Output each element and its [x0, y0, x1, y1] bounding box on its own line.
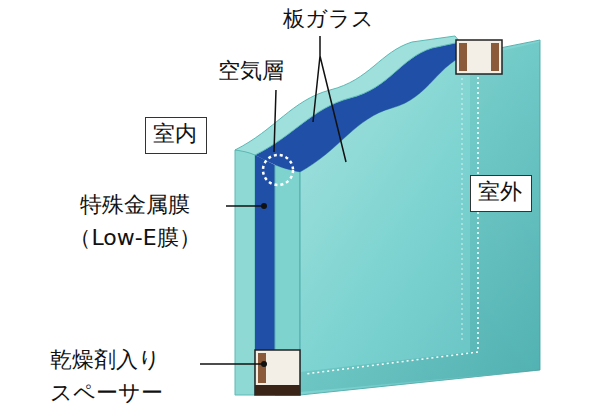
leader-line — [200, 363, 262, 365]
part-label: 特殊金属膜 （Low-E膜） — [50, 188, 220, 254]
leader-line — [274, 90, 276, 152]
side-box: 室内 — [145, 117, 207, 154]
side-label: 室内 — [153, 120, 199, 149]
low-e-top — [255, 42, 470, 172]
spacer-outline — [305, 72, 478, 374]
part-label: 板ガラス — [283, 2, 374, 35]
spacer — [456, 40, 502, 74]
side-box: 室外 — [470, 175, 532, 212]
spacer-desiccant — [491, 43, 499, 71]
part-label: 空気層 — [218, 54, 284, 87]
leader-line — [226, 205, 262, 207]
leader-line — [313, 36, 346, 162]
leader-dot — [261, 361, 267, 367]
spacer-desiccant — [255, 385, 300, 395]
callout-circle — [263, 155, 293, 185]
spacer — [255, 350, 300, 395]
leader-dot — [261, 203, 267, 209]
part-label: 乾燥剤入り スペーサー — [50, 343, 195, 409]
spacer-desiccant — [258, 353, 266, 383]
spacer-outline — [462, 78, 463, 340]
glass-edge — [235, 150, 255, 395]
spacer-desiccant — [459, 43, 467, 71]
side-label: 室外 — [478, 178, 524, 207]
glass-top — [235, 36, 460, 155]
